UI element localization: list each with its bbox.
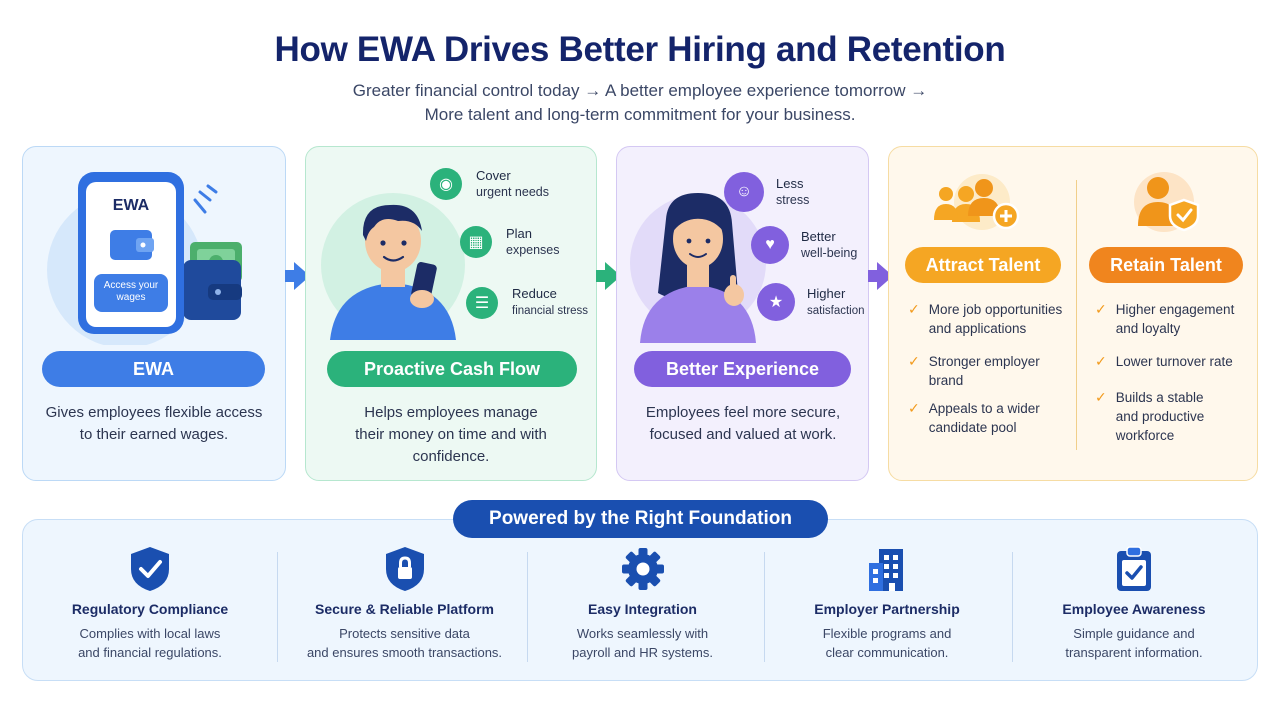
benefit-text: urgent needs — [476, 185, 549, 199]
less-stress-item: ☺ Less stress — [724, 172, 809, 212]
experience-label: Better Experience — [634, 351, 851, 387]
retain-item-text: Lower turnover rate — [1115, 354, 1233, 369]
smile-icon: ☺ — [724, 172, 764, 212]
coins-icon: ☰ — [466, 286, 498, 319]
attract-item: ✓ Stronger employer brand — [908, 352, 1074, 390]
plan-expenses-item: ▦ Plan expenses — [460, 226, 560, 258]
foundation-name: Employee Awareness — [1062, 601, 1206, 617]
page-subtitle: Greater financial control today → A bett… — [0, 79, 1280, 127]
check-icon: ✓ — [1095, 389, 1107, 405]
benefit-title: Plan — [506, 226, 533, 241]
benefit-title: Less — [776, 176, 804, 191]
benefit-text: financial stress — [512, 305, 589, 317]
phone-title: EWA — [112, 197, 150, 214]
page-title: How EWA Drives Better Hiring and Retenti… — [274, 30, 1006, 69]
foundation-divider — [764, 552, 765, 662]
benefit-text: well-being — [801, 246, 858, 260]
check-icon: ✓ — [1095, 301, 1107, 317]
star-icon: ★ — [757, 283, 795, 321]
foundation-divider — [527, 552, 528, 662]
retain-item-text: Higher engagement and loyalty — [1115, 302, 1235, 336]
foundation-name: Employer Partnership — [814, 601, 960, 617]
foundation-desc-line: Flexible programs and — [822, 626, 952, 641]
well-being-item: ♥ Better well-being — [751, 226, 857, 264]
foundation-desc-line: payroll and HR systems. — [572, 645, 713, 660]
check-icon: ✓ — [908, 400, 920, 416]
foundation-name: Easy Integration — [588, 601, 697, 617]
talent-divider — [1076, 180, 1077, 450]
ewa-description: Gives employees flexible access to their… — [45, 404, 263, 443]
foundation-desc-line: transparent information. — [1065, 645, 1203, 660]
building-icon — [869, 549, 903, 591]
retain-item: ✓ Higher engagement and loyalty — [1095, 300, 1245, 338]
foundation-desc-line: Simple guidance and — [1073, 626, 1195, 641]
retain-item: ✓ Builds a stable and productive workfor… — [1095, 388, 1245, 445]
check-icon: ✓ — [1095, 353, 1107, 369]
foundation-desc-line: Protects sensitive data — [339, 626, 470, 641]
shield-lock-icon — [385, 547, 424, 591]
foundation-desc-line: and ensures smooth transactions. — [306, 645, 503, 660]
woman-illustration — [630, 193, 766, 343]
foundation-desc-line: Works seamlessly with — [576, 626, 709, 641]
piggy-bank-icon: ◉ — [430, 168, 462, 200]
retain-talent-label: Retain Talent — [1089, 247, 1243, 283]
attract-item: ✓ Appeals to a wider candidate pool — [908, 399, 1074, 437]
foundation-item-awareness: Employee Awareness Simple guidance and t… — [1025, 545, 1243, 670]
cash-flow-label: Proactive Cash Flow — [327, 351, 577, 387]
check-icon: ✓ — [908, 301, 920, 317]
benefit-title: Higher — [807, 285, 846, 301]
cover-needs-item: ◉ Cover urgent needs — [430, 168, 549, 200]
clipboard-check-icon — [1117, 546, 1151, 591]
shield-check-icon — [131, 547, 169, 591]
foundation-panel — [22, 519, 1258, 681]
arrow-1-stem — [285, 270, 295, 282]
arrow-2-stem — [596, 270, 606, 282]
ewa-label: EWA — [42, 351, 265, 387]
person-shield-icon — [1134, 172, 1200, 232]
foundation-name: Secure & Reliable Platform — [315, 601, 494, 617]
retain-item: ✓ Lower turnover rate — [1095, 352, 1245, 371]
foundation-divider — [277, 552, 278, 662]
benefit-title: Better — [801, 229, 836, 244]
check-icon: ✓ — [908, 353, 920, 369]
group-add-icon — [934, 174, 1020, 230]
subtitle-line-2: More talent and long-term commitment for… — [424, 105, 856, 124]
arrow-3-stem — [868, 270, 878, 282]
foundation-item-integration: Easy Integration Works seamlessly with p… — [535, 545, 750, 670]
heart-icon: ♥ — [751, 226, 789, 264]
benefit-title: Reduce — [512, 286, 557, 301]
calendar-icon: ▦ — [460, 226, 492, 258]
foundation-divider — [1012, 552, 1013, 662]
satisfaction-item: ★ Higher satisfaction — [757, 283, 865, 321]
cash-flow-description: Helps employees manage their money on ti… — [355, 404, 547, 465]
benefit-title: Cover — [476, 168, 511, 183]
experience-description: Employees feel more secure, focused and … — [645, 404, 841, 443]
benefit-text: satisfaction — [807, 304, 865, 317]
man-with-phone-illustration — [321, 193, 465, 340]
attract-item: ✓ More job opportunities and application… — [908, 300, 1074, 338]
foundation-label: Powered by the Right Foundation — [453, 500, 828, 538]
attract-item-text: Stronger employer brand — [928, 354, 1040, 388]
benefit-text: expenses — [506, 243, 560, 257]
foundation-desc-line: and financial regulations. — [78, 645, 222, 660]
foundation-item-partnership: Employer Partnership Flexible programs a… — [778, 545, 996, 670]
attract-talent-label: Attract Talent — [905, 247, 1061, 283]
benefit-text: stress — [776, 193, 810, 207]
gear-icon — [621, 548, 664, 590]
reduce-stress-item: ☰ Reduce financial stress — [466, 286, 588, 319]
access-wages-button[interactable]: Access your wages — [103, 280, 159, 303]
talent-card — [888, 146, 1258, 481]
foundation-item-compliance: Regulatory Compliance Complies with loca… — [40, 545, 260, 670]
subtitle-line-1: Greater financial control today → A bett… — [352, 81, 928, 100]
foundation-desc-line: Complies with local laws — [79, 626, 221, 641]
attract-item-text: More job opportunities and applications — [928, 302, 1063, 336]
foundation-desc-line: clear communication. — [825, 645, 949, 660]
retain-item-text: Builds a stable and productive workforce — [1115, 390, 1205, 443]
phone-illustration — [47, 172, 242, 345]
foundation-name: Regulatory Compliance — [71, 601, 229, 617]
attract-item-text: Appeals to a wider candidate pool — [928, 401, 1040, 435]
foundation-item-secure: Secure & Reliable Platform Protects sens… — [292, 545, 517, 670]
